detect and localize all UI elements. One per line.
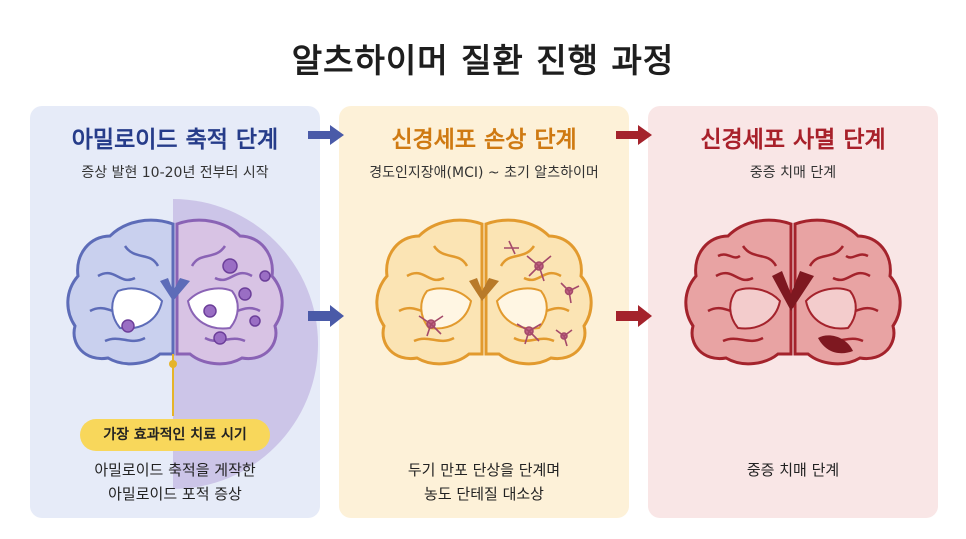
ventricle xyxy=(160,278,190,301)
brain-left-hemisphere xyxy=(375,218,484,366)
brain-cross-section-icon xyxy=(684,218,902,366)
stage-description-line: 아밀로이드 포적 증상 xyxy=(108,485,242,503)
stage-description-line: 아밀로이드 축적을 게작한 xyxy=(94,461,256,479)
stage-subtitle: 중증 치매 단계 xyxy=(749,165,837,181)
stage-panel-amyloid: 아밀로이드 축적 단계 증상 발현 10-20년 전부터 시작 가장 효과적인 … xyxy=(30,106,320,518)
brain-right-hemisphere xyxy=(484,218,593,366)
badge-connector-dot xyxy=(169,360,177,368)
ventricle xyxy=(469,278,499,301)
stage-description: 아밀로이드 축적을 게작한 아밀로이드 포적 증상 xyxy=(30,458,320,506)
page-title: 알츠하이머 질환 진행 과정 xyxy=(291,41,675,80)
treatment-window-badge: 가장 효과적인 치료 시기 xyxy=(80,419,270,451)
stage-description: 두기 만포 단상을 단계며 농도 단테질 대소상 xyxy=(339,458,629,506)
neuron-icon xyxy=(418,240,580,347)
brain-cross-section-icon xyxy=(375,218,593,366)
brain-cross-section-icon xyxy=(66,199,318,489)
brain-left-hemisphere xyxy=(66,218,175,366)
stage-description-line: 중증 치매 단계 xyxy=(746,461,840,479)
stage-title: 신경세포 사멸 단계 xyxy=(700,127,886,153)
right-arrow-icon xyxy=(616,305,652,327)
stage-title: 아밀로이드 축적 단계 xyxy=(71,127,279,153)
stage-description-line: 두기 만포 단상을 단계며 xyxy=(407,461,561,479)
brain-left-hemisphere xyxy=(684,218,793,366)
stage-title: 신경세포 손상 단계 xyxy=(391,127,577,153)
stage-description: 중증 치매 단계 xyxy=(648,458,938,482)
right-arrow-icon xyxy=(308,305,344,327)
brain-right-hemisphere xyxy=(793,218,902,366)
stage-description-line: 농도 단테질 대소상 xyxy=(424,485,544,503)
stage-subtitle: 증상 발현 10-20년 전부터 시작 xyxy=(81,165,269,181)
amyloid-plaque-icon xyxy=(121,258,271,345)
enlarged-ventricle xyxy=(772,271,814,311)
right-arrow-icon xyxy=(616,125,652,145)
stage-panel-neuron-damage: 신경세포 손상 단계 경도인지장애(MCI) ~ 초기 알츠하이머 두기 만포 … xyxy=(339,106,629,518)
atrophy-region xyxy=(818,335,853,354)
stage-panel-neuron-death: 신경세포 사멸 단계 중증 치매 단계 중증 치매 단계 xyxy=(648,106,938,518)
right-arrow-icon xyxy=(308,125,344,145)
stage-subtitle: 경도인지장애(MCI) ~ 초기 알츠하이머 xyxy=(369,165,599,181)
